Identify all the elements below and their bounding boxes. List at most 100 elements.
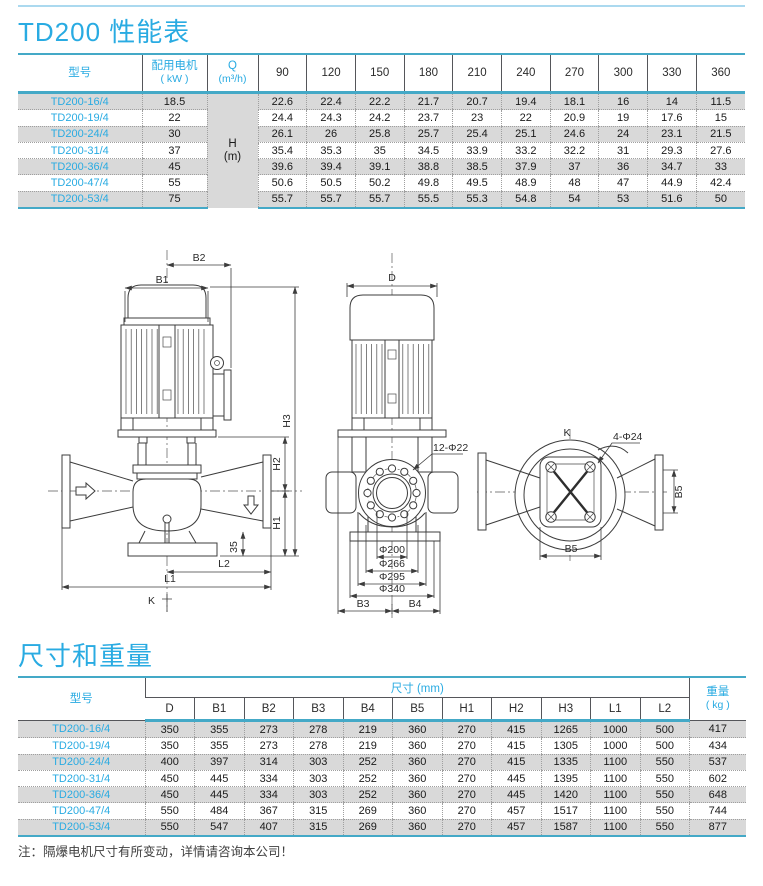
table-cell: 744 bbox=[689, 802, 746, 820]
weight-column-header: 重量 ( kg ) bbox=[689, 676, 746, 721]
dim-label-l2: L2 bbox=[218, 558, 230, 570]
table-cell: TD200-31/4 bbox=[18, 770, 145, 788]
table-cell: 1587 bbox=[540, 819, 591, 838]
table-cell: 550 bbox=[639, 819, 690, 838]
table-cell: 445 bbox=[491, 770, 541, 788]
table-cell: 500 bbox=[639, 737, 690, 755]
table-cell: 33 bbox=[695, 158, 745, 176]
table-cell: 445 bbox=[194, 770, 244, 788]
weight-unit: ( kg ) bbox=[705, 699, 730, 711]
table-cell: 26.1 bbox=[257, 126, 307, 143]
table-cell: 55.5 bbox=[403, 191, 453, 210]
dimension-header-cell: B4 bbox=[342, 697, 393, 722]
table-cell: 75 bbox=[141, 191, 208, 210]
top-divider-rule bbox=[18, 5, 745, 7]
table-cell: TD200-31/4 bbox=[18, 142, 143, 160]
pump-top-view-drawing: K 4-Φ24 B5 B5 bbox=[477, 427, 685, 561]
table-cell: 37 bbox=[549, 158, 599, 176]
table-cell: 54 bbox=[549, 191, 599, 210]
table-cell: 22.4 bbox=[306, 92, 356, 111]
dimension-header-cell: D bbox=[145, 697, 195, 722]
table-cell: TD200-47/4 bbox=[18, 802, 145, 820]
table-cell: 48.9 bbox=[500, 174, 551, 192]
table-cell: 22.6 bbox=[257, 92, 307, 111]
table-cell: 397 bbox=[194, 754, 244, 771]
table-cell: 55.3 bbox=[452, 191, 502, 210]
table-cell: 360 bbox=[392, 770, 442, 788]
table-cell: 450 bbox=[144, 770, 195, 788]
dim-label-h3: H3 bbox=[281, 414, 293, 428]
table-cell: 360 bbox=[392, 720, 442, 739]
table-cell: 1305 bbox=[540, 737, 591, 755]
table-cell: 303 bbox=[293, 754, 343, 771]
table-cell: 27.6 bbox=[695, 142, 745, 160]
table-cell: 500 bbox=[639, 720, 690, 739]
table-cell: 23.1 bbox=[647, 126, 697, 143]
table-cell: 29.3 bbox=[647, 142, 697, 160]
table-cell: TD200-47/4 bbox=[18, 174, 143, 192]
q-unit: (m³/h) bbox=[218, 73, 247, 85]
table-cell: 19.4 bbox=[500, 92, 551, 111]
table-cell: 602 bbox=[689, 770, 746, 788]
power-label: 配用电机 bbox=[151, 60, 198, 72]
table-cell: 1100 bbox=[590, 754, 640, 771]
table-cell: 50 bbox=[695, 191, 745, 210]
table-cell: 415 bbox=[491, 737, 541, 755]
table-cell: 32.2 bbox=[549, 142, 599, 160]
table-cell: 1420 bbox=[540, 786, 591, 804]
table-cell: 1265 bbox=[540, 720, 591, 739]
table-cell: 33.2 bbox=[500, 142, 551, 160]
table-cell: 24.4 bbox=[257, 109, 307, 127]
table-cell: 49.8 bbox=[403, 174, 453, 192]
table-cell: 44.9 bbox=[647, 174, 697, 192]
dim-label-b5-right: B5 bbox=[673, 485, 685, 498]
table-cell: TD200-19/4 bbox=[18, 109, 143, 127]
dimension-header-cell: B3 bbox=[293, 697, 343, 722]
flow-header-cell: 270 bbox=[549, 53, 599, 94]
table-cell: 21.5 bbox=[695, 126, 745, 143]
table-cell: 34.7 bbox=[647, 158, 697, 176]
footnote: 注：隔爆电机尺寸有所变动，详情请咨询本公司！ bbox=[18, 844, 294, 859]
table-cell: 18.1 bbox=[549, 92, 599, 111]
flow-header-cell: 90 bbox=[257, 53, 307, 94]
table-cell: TD200-36/4 bbox=[18, 786, 145, 804]
dim-label-bolt-note-top: 4-Φ24 bbox=[613, 431, 643, 443]
table-cell: 219 bbox=[342, 737, 393, 755]
table-cell: 37 bbox=[141, 142, 208, 160]
table-cell: 415 bbox=[491, 754, 541, 771]
dim-label-k-side: K bbox=[148, 595, 155, 607]
power-unit: ( kW ) bbox=[160, 73, 189, 85]
table-cell: 54.8 bbox=[500, 191, 551, 210]
dim-label-h1: H1 bbox=[271, 516, 283, 530]
table-cell: 50.6 bbox=[257, 174, 307, 192]
table-cell: 51.6 bbox=[647, 191, 697, 210]
table-cell: 355 bbox=[194, 720, 244, 739]
power-column-header: 配用电机 ( kW ) bbox=[141, 53, 208, 94]
table-cell: 18.5 bbox=[141, 92, 208, 111]
table-cell: 24.6 bbox=[549, 126, 599, 143]
table-cell: 550 bbox=[639, 754, 690, 771]
performance-section-title: TD200 性能表 bbox=[18, 17, 191, 47]
table-cell: 31 bbox=[598, 142, 648, 160]
dimension-header-cell: B2 bbox=[243, 697, 294, 722]
table-cell: 1335 bbox=[540, 754, 591, 771]
dim-label-d: D bbox=[388, 272, 396, 284]
pump-side-view-drawing: B2 B1 H3 H2 H1 35 L2 L1 K bbox=[48, 250, 302, 612]
table-cell: 360 bbox=[392, 754, 442, 771]
table-cell: 355 bbox=[194, 737, 244, 755]
q-label: Q bbox=[228, 60, 237, 72]
table-cell: 24 bbox=[598, 126, 648, 143]
dim-label-35: 35 bbox=[228, 541, 240, 553]
flow-header-cell: 210 bbox=[452, 53, 502, 94]
table-cell: 11.5 bbox=[695, 92, 745, 111]
table-cell: 273 bbox=[243, 737, 294, 755]
